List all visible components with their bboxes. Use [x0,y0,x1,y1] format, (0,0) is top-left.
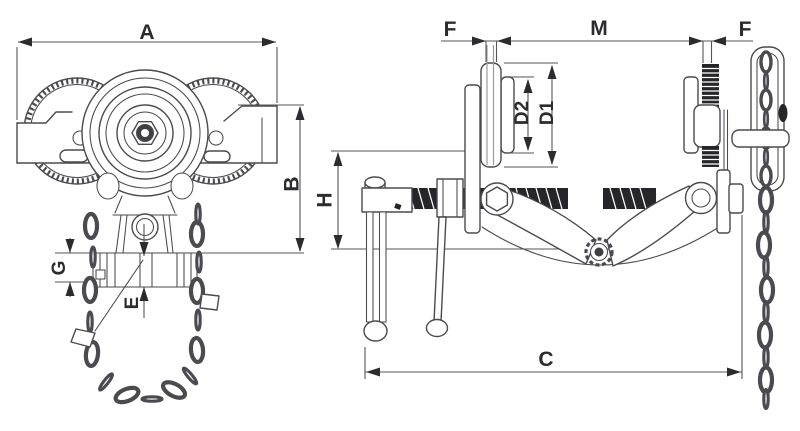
hub-ear-left [96,172,120,200]
dim-label-f-left: F [444,18,457,41]
front-view: A B G E [16,21,305,405]
dim-label-d1: D1 [537,100,558,125]
guide-hole [131,213,159,241]
handle-leg-right [378,211,387,323]
hand-chain-fall [755,185,776,411]
side-plate-left [464,84,481,234]
dim-label-b: B [281,176,304,191]
dimension-H: H [314,152,343,249]
chain-stopper-left [70,328,96,348]
suspension-bar [731,129,790,148]
pin-right [203,150,231,163]
handle-grip-cap [363,320,388,342]
wheel-flange [480,62,502,168]
wheel-right-geared [693,64,721,167]
bracket-cap [364,176,386,189]
side-view: F M F D2 D1 H C [314,17,790,411]
adjust-handle-bracket [361,176,413,342]
dimension-FMF: F M F [441,17,753,63]
clamp-arm [480,181,718,267]
pin-left [59,149,89,163]
dim-label-h: H [314,192,337,207]
chain-guide [92,195,198,332]
dimension-D2: D2 [506,76,534,154]
spindle-block [436,178,464,218]
handle-leg-left [365,211,374,323]
chain-stopper-right [199,293,220,311]
dimension-D1: D1 [504,62,558,168]
dim-label-m: M [590,17,608,40]
hand-chain-loop [70,202,220,405]
gearbox-hub [81,69,209,200]
castellated-nut [584,237,614,267]
dimension-C: C [364,215,743,379]
crank-rod [425,216,449,338]
hand-chain-wheel [731,46,790,192]
dimension-G: G [49,238,75,297]
crank-knob [425,318,449,338]
arm-eye [684,181,718,215]
dimension-A: A [16,21,278,120]
dimension-B: B [238,104,305,252]
dim-label-a: A [139,21,154,44]
dim-label-c: C [538,348,553,371]
axle-boss-right [208,130,224,146]
far-arm-curve [481,226,720,266]
dim-label-e: E [122,297,143,310]
gear-hub [693,104,721,148]
dim-label-f-right: F [739,18,752,41]
hub-ear-right [170,172,194,200]
dim-label-g: G [49,261,70,276]
dim-label-d2: D2 [512,101,533,125]
dimension-E: E [122,224,149,318]
